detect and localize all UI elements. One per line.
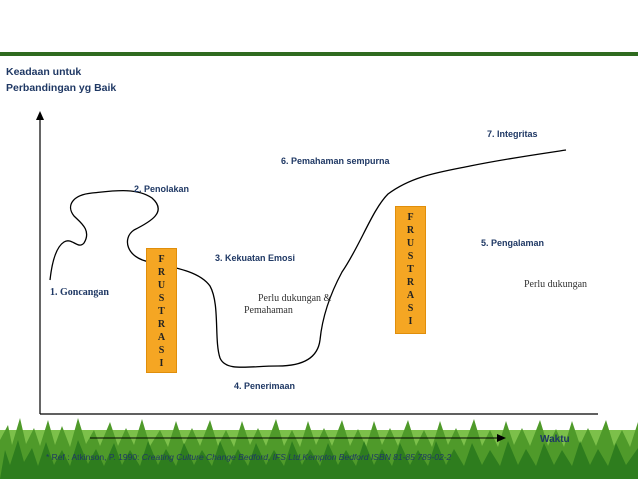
frustrasi-letter: I [408, 316, 413, 327]
support-note-1-line2: Pemahaman [244, 305, 293, 316]
frustrasi-letter: F [158, 254, 165, 265]
reference-title: Creating Culture Change Bedford, IFS Ltd… [141, 452, 452, 462]
x-axis-label: Waktu [540, 434, 570, 445]
stage-label-penolakan: 2. Penolakan [134, 184, 190, 194]
frustrasi-letter: T [158, 306, 165, 317]
y-axis-label: Keadaan untuk Perbandingan yg Baik [6, 64, 116, 96]
frustrasi-letter: U [406, 238, 415, 249]
frustrasi-letter: A [157, 332, 166, 343]
frustrasi-letter: R [406, 277, 415, 288]
frustrasi-letter: T [407, 264, 414, 275]
stage-label-kekuatan-emosi: 3. Kekuatan Emosi [215, 253, 296, 263]
grass-decoration [0, 418, 638, 479]
y-axis-arrowhead [36, 111, 44, 120]
frustrasi-letter: I [159, 358, 164, 369]
frustrasi-letter: S [407, 303, 414, 314]
header-bar [0, 0, 638, 52]
reference-prefix: * Ref : Atkinson, P. 1990: [46, 452, 142, 462]
frustrasi-letter: S [158, 345, 165, 356]
stage-label-pemahaman-sempurna: 6. Pemahaman sempurna [281, 156, 390, 166]
frustrasi-letter: A [406, 290, 415, 301]
stage-label-goncangan: 1. Goncangan [50, 287, 109, 298]
y-axis-label-line2: Perbandingan yg Baik [6, 82, 117, 94]
frustrasi-letter: S [407, 251, 414, 262]
support-note-1-line1: Perlu dukungan & [258, 293, 332, 304]
y-axis-label-line1: Keadaan untuk [6, 66, 82, 78]
reference-citation: * Ref : Atkinson, P. 1990: Creating Cult… [46, 452, 451, 462]
frustrasi-letter: F [407, 212, 414, 223]
header-divider [0, 52, 638, 56]
frustrasi-letter: R [406, 225, 415, 236]
change-curve [49, 149, 567, 368]
axes [36, 111, 598, 442]
frustrasi-letter: R [157, 267, 166, 278]
time-arrowhead [497, 434, 506, 442]
frustrasi-box-2: F R U S T R A S I [395, 206, 426, 334]
frustrasi-letter: S [158, 293, 165, 304]
frustrasi-letter: U [157, 280, 166, 291]
support-note-2: Perlu dukungan [524, 279, 588, 290]
frustrasi-letter: R [157, 319, 166, 330]
stage-label-integritas: 7. Integritas [487, 129, 538, 139]
stage-label-pengalaman: 5. Pengalaman [481, 238, 545, 248]
stage-label-penerimaan: 4. Penerimaan [234, 381, 296, 391]
frustrasi-box-1: F R U S T R A S I [146, 248, 177, 373]
